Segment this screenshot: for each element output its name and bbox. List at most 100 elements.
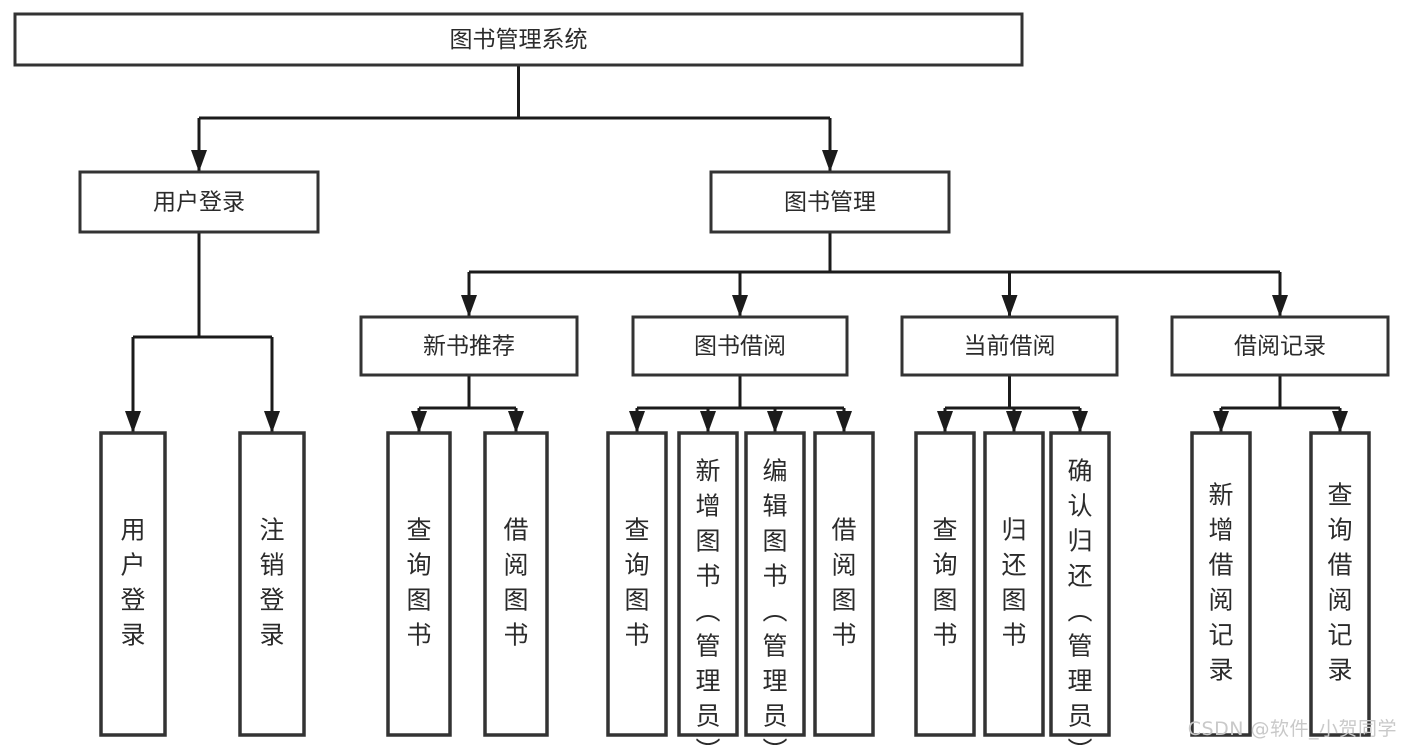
node-label-leaf-query-book-1: 图 [406, 586, 431, 615]
node-box-root [13, 12, 1024, 67]
node-box-book-borrow [631, 315, 849, 377]
arrow-head-icon [508, 411, 524, 433]
node-label-leaf-add-book: 理 [695, 667, 720, 696]
arrow-head-icon [937, 411, 953, 433]
node-label-book-manage: 图书管理 [784, 190, 876, 216]
node-current-borrow[interactable]: 当前借阅 [900, 315, 1119, 377]
arrow-head-icon [1072, 411, 1088, 433]
node-label-leaf-borrow-book-1: 借 [503, 516, 528, 545]
connector-edges [125, 65, 1348, 433]
node-label-leaf-query-record: 录 [1327, 656, 1352, 685]
node-box-leaf-user-login [99, 431, 167, 737]
node-label-leaf-user-login: 户 [120, 551, 145, 580]
node-label-leaf-edit-book: 理 [762, 667, 787, 696]
node-book-borrow[interactable]: 图书借阅 [631, 315, 849, 377]
arrow-head-icon [1272, 295, 1288, 317]
node-label-leaf-query-record: 记 [1327, 621, 1352, 650]
node-box-book-manage [709, 170, 951, 234]
node-label-leaf-confirm-return: ︶ [1067, 737, 1092, 747]
node-box-leaf-return-book [983, 431, 1045, 737]
arrow-head-icon [1213, 411, 1229, 433]
node-label-leaf-confirm-return: ︵ [1067, 597, 1092, 626]
node-label-leaf-return-book: 还 [1001, 551, 1026, 580]
node-label-leaf-borrow-book-2: 阅 [831, 551, 856, 580]
node-label-leaf-confirm-return: 确 [1067, 457, 1092, 486]
node-label-leaf-edit-book: ︶ [762, 737, 787, 747]
node-box-leaf-user-logout [238, 431, 306, 737]
node-label-leaf-query-record: 询 [1327, 516, 1352, 545]
node-label-leaf-user-logout: 录 [259, 621, 284, 650]
node-label-borrow-record: 借阅记录 [1234, 334, 1326, 360]
node-label-leaf-edit-book: 书 [762, 562, 787, 591]
arrow-head-icon [629, 411, 645, 433]
node-label-leaf-add-book: 员 [695, 702, 720, 731]
node-label-leaf-query-book-3: 图 [932, 586, 957, 615]
node-label-leaf-return-book: 图 [1001, 586, 1026, 615]
node-label-leaf-query-book-2: 询 [624, 551, 649, 580]
node-new-book-recommend[interactable]: 新书推荐 [359, 315, 579, 377]
node-label-leaf-borrow-book-1: 书 [503, 621, 528, 650]
node-box-user-login [78, 170, 320, 234]
node-label-leaf-borrow-book-1: 图 [503, 586, 528, 615]
arrow-head-icon [1001, 295, 1018, 317]
node-label-book-borrow: 图书借阅 [694, 334, 786, 360]
arrow-head-icon [700, 411, 716, 433]
node-label-leaf-user-login: 用 [120, 516, 145, 545]
node-borrow-record[interactable]: 借阅记录 [1170, 315, 1390, 377]
node-label-current-borrow: 当前借阅 [964, 334, 1056, 360]
node-leaf-user-login[interactable]: 用户登录 [99, 431, 167, 737]
node-label-leaf-borrow-book-2: 图 [831, 586, 856, 615]
node-label-user-login: 用户登录 [153, 190, 245, 216]
node-label-leaf-edit-book: 员 [762, 702, 787, 731]
node-label-leaf-confirm-return: 理 [1067, 667, 1092, 696]
arrow-head-icon [411, 411, 427, 433]
node-label-leaf-query-book-3: 查 [932, 516, 957, 545]
node-box-new-book-recommend [359, 315, 579, 377]
node-label-root: 图书管理系统 [450, 27, 588, 53]
node-label-leaf-edit-book: 图 [762, 527, 787, 556]
node-label-leaf-query-book-2: 查 [624, 516, 649, 545]
node-box-leaf-query-book-1 [386, 431, 452, 737]
node-label-leaf-add-record: 记 [1208, 621, 1233, 650]
watermark-text: CSDN @软件_小贺同学 [1187, 718, 1397, 740]
node-label-leaf-user-logout: 销 [259, 551, 284, 580]
node-label-leaf-return-book: 书 [1001, 621, 1026, 650]
node-root[interactable]: 图书管理系统 [13, 12, 1024, 67]
arrow-head-icon [836, 411, 852, 433]
node-box-leaf-add-record [1190, 431, 1252, 737]
node-label-leaf-query-book-1: 书 [406, 621, 431, 650]
node-label-leaf-edit-book: 辑 [762, 492, 787, 521]
node-label-leaf-query-book-1: 查 [406, 516, 431, 545]
node-label-new-book-recommend: 新书推荐 [423, 334, 515, 360]
node-label-leaf-borrow-book-2: 借 [831, 516, 856, 545]
node-label-leaf-add-record: 新 [1208, 481, 1233, 510]
nodes: 图书管理系统用户登录图书管理用户登录注销登录新书推荐查询图书借阅图书图书借阅查询… [13, 12, 1390, 747]
node-label-leaf-edit-book: 编 [762, 457, 787, 486]
node-box-leaf-borrow-book-2 [813, 431, 875, 737]
arrow-head-icon [1006, 411, 1022, 433]
node-label-leaf-query-record: 借 [1327, 551, 1352, 580]
node-label-leaf-add-book: 增 [695, 492, 720, 521]
node-box-leaf-query-record [1309, 431, 1371, 737]
node-book-manage[interactable]: 图书管理 [709, 170, 951, 234]
node-label-leaf-user-login: 录 [120, 621, 145, 650]
node-label-leaf-add-book: 新 [695, 457, 720, 486]
node-user-login[interactable]: 用户登录 [78, 170, 320, 234]
node-label-leaf-confirm-return: 员 [1067, 702, 1092, 731]
node-label-leaf-add-book: ︵ [695, 597, 720, 626]
node-box-leaf-borrow-book-1 [483, 431, 549, 737]
node-label-leaf-edit-book: ︵ [762, 597, 787, 626]
